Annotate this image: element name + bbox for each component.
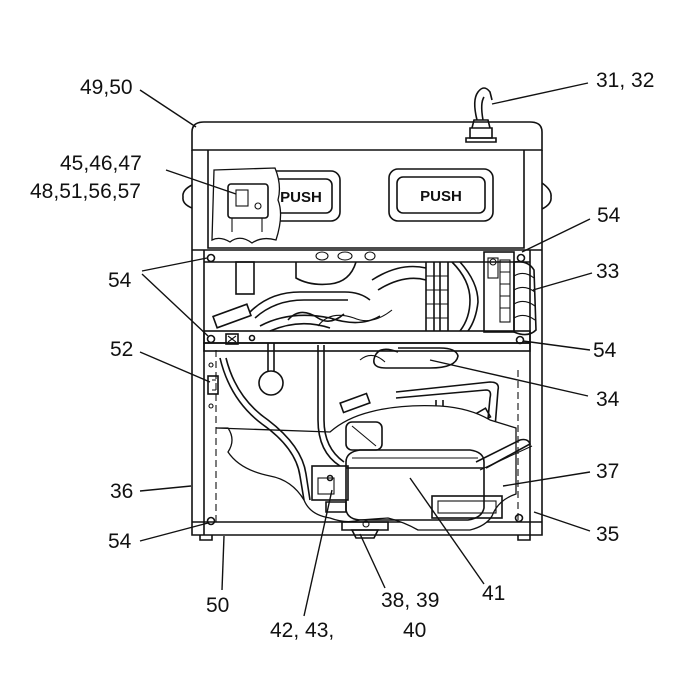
- cabinet-frame: [191, 249, 543, 541]
- left-push-label: PUSH: [280, 189, 322, 206]
- bubbler: [465, 87, 497, 143]
- callout-50-bottom: 50: [206, 594, 229, 617]
- bracket-52: [207, 375, 219, 395]
- callout-54-mid-right: 54: [593, 339, 617, 362]
- screws: [206, 253, 526, 526]
- right-push-button: PUSH: [388, 168, 494, 222]
- callout-31-32: 31, 32: [596, 69, 654, 92]
- valve-cutaway: [211, 167, 282, 244]
- callout-41: 41: [482, 582, 505, 605]
- callout-42-43: 42, 43,: [270, 619, 334, 642]
- condenser-33: [513, 260, 537, 336]
- callout-37: 37: [596, 460, 619, 483]
- callout-49-50: 49,50: [80, 76, 133, 99]
- callout-35: 35: [596, 523, 619, 546]
- compressor-41: [311, 421, 533, 539]
- callouts: 49,50 31, 32 45,46,47 48,51,56,57 54 54 …: [30, 69, 654, 642]
- hanging-wires: [219, 345, 345, 501]
- callout-34: 34: [596, 388, 620, 411]
- callout-45-46-47: 45,46,47: [60, 152, 142, 175]
- callout-54-bottom-left: 54: [108, 530, 132, 553]
- crossbar-switch: [225, 333, 256, 345]
- callout-54-left: 54: [108, 269, 132, 292]
- right-push-label: PUSH: [420, 188, 462, 205]
- callout-54-top-right: 54: [597, 204, 621, 227]
- top-deck: [182, 121, 552, 250]
- upper-plumbing: [212, 251, 515, 333]
- callout-36: 36: [110, 480, 133, 503]
- callout-33: 33: [596, 260, 619, 283]
- callout-48-51-56-57: 48,51,56,57: [30, 180, 141, 203]
- drain-grommet: [258, 343, 284, 396]
- callout-52: 52: [110, 338, 133, 361]
- callout-40: 40: [403, 619, 426, 642]
- leader-lines: [139, 82, 593, 617]
- callout-38-39: 38, 39: [381, 589, 439, 612]
